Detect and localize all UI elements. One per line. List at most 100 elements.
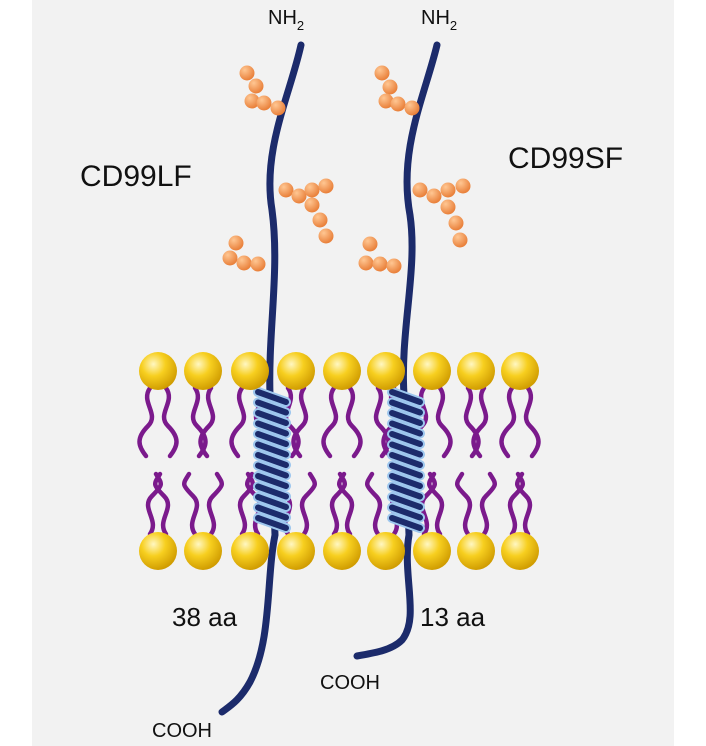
glycan-bead xyxy=(412,182,428,198)
glycan-bead xyxy=(239,65,255,81)
glycan-bead xyxy=(250,256,266,272)
cd99sf-tail-length-label: 13 aa xyxy=(420,602,486,632)
helix-band xyxy=(255,473,289,489)
glycan-bead xyxy=(358,255,374,271)
glycan-bead xyxy=(312,212,328,228)
glycan-bead xyxy=(318,228,334,244)
cd99sf-chain xyxy=(353,41,441,660)
helix-band xyxy=(255,504,289,521)
lipid-head xyxy=(277,532,315,570)
glycan-clusters xyxy=(222,65,471,274)
glycan-bead xyxy=(318,178,334,194)
lipid-tail xyxy=(291,385,309,459)
lipid-tail xyxy=(345,385,363,459)
cd99sf-c-terminus-label: COOH xyxy=(320,672,380,694)
lipid-tail xyxy=(153,471,171,537)
helix-band xyxy=(389,473,423,489)
lipid-tail xyxy=(419,471,437,537)
glycan-bead xyxy=(426,188,442,204)
helix-band xyxy=(389,504,423,521)
lipid-head xyxy=(413,532,451,570)
lipid-head xyxy=(231,532,269,570)
helix-band xyxy=(255,494,289,510)
lipid-head xyxy=(231,352,269,390)
lipid-tail xyxy=(365,471,383,537)
lipid-tail xyxy=(507,471,525,537)
glycan-bead xyxy=(390,96,406,112)
glycan-cluster xyxy=(222,235,266,272)
lipid-tail xyxy=(515,471,533,537)
glycan-bead xyxy=(448,215,464,231)
lipid-head xyxy=(184,532,222,570)
glycan-bead xyxy=(304,197,320,213)
lipid-head xyxy=(367,532,405,570)
glycan-cluster xyxy=(239,65,286,116)
upper-leaflet-tails xyxy=(137,385,541,459)
helix-band xyxy=(255,441,289,458)
lipid-tail xyxy=(329,471,347,537)
lipid-head xyxy=(323,532,361,570)
lipid-tail xyxy=(321,385,339,459)
lipid-tail xyxy=(499,385,517,459)
helix-band xyxy=(389,494,423,510)
glycan-bead xyxy=(452,232,468,248)
glycan-bead xyxy=(236,255,252,271)
lipid-tail xyxy=(337,471,355,537)
lipid-tail xyxy=(229,385,247,459)
glycan-bead xyxy=(374,65,390,81)
cd99lf-c-terminus-label: COOH xyxy=(152,720,212,742)
glycan-bead xyxy=(244,93,260,109)
helix-band xyxy=(389,515,423,531)
cd99lf-n-terminus-label: NH2 xyxy=(268,7,304,33)
lower-leaflet-heads xyxy=(139,532,539,570)
lipid-head xyxy=(184,352,222,390)
lipid-tail xyxy=(523,385,541,459)
lipid-tail xyxy=(145,471,163,537)
helix-band xyxy=(255,431,289,447)
glycan-bead xyxy=(362,236,378,252)
helix-band xyxy=(255,410,289,426)
lipid-tail xyxy=(455,471,473,537)
helix-band xyxy=(389,441,423,458)
glycan-bead xyxy=(304,182,320,198)
glycan-bead xyxy=(440,199,456,215)
cd99sf-n-terminus-label: NH2 xyxy=(421,7,457,33)
upper-leaflet-heads xyxy=(139,352,539,390)
lipid-tail xyxy=(471,385,489,459)
glycan-bead xyxy=(382,79,398,95)
helix-band xyxy=(255,452,289,468)
helix-band xyxy=(389,483,423,500)
helix-band xyxy=(255,515,289,531)
lipid-tail xyxy=(479,471,497,537)
cd99lf-chain xyxy=(218,41,305,716)
glycan-bead xyxy=(248,78,264,94)
glycan-bead xyxy=(378,93,394,109)
helix-band xyxy=(255,420,289,437)
lipid-head xyxy=(323,352,361,390)
cd99lf-transmembrane-helix xyxy=(253,387,291,533)
helix-band xyxy=(389,452,423,468)
lipid-head xyxy=(501,532,539,570)
glycan-cluster xyxy=(412,178,471,248)
helix-band xyxy=(255,483,289,500)
lipid-tail xyxy=(161,385,179,459)
cd99sf-transmembrane-helix xyxy=(387,387,425,533)
helix-band xyxy=(389,420,423,437)
helix-band xyxy=(389,399,423,416)
helix-band xyxy=(389,410,423,426)
lipid-tail xyxy=(198,385,216,459)
lipid-tail xyxy=(435,385,453,459)
lipid-tail xyxy=(237,471,255,537)
glycan-bead xyxy=(386,258,402,274)
glycan-bead xyxy=(455,178,471,194)
lipid-head xyxy=(367,352,405,390)
lipid-head xyxy=(139,532,177,570)
lipid-head xyxy=(457,532,495,570)
lipid-head xyxy=(413,352,451,390)
glycan-bead xyxy=(228,235,244,251)
helix-band xyxy=(255,462,289,479)
lipid-tail xyxy=(182,471,200,537)
lipid-tail xyxy=(206,471,224,537)
glycan-bead xyxy=(222,250,238,266)
